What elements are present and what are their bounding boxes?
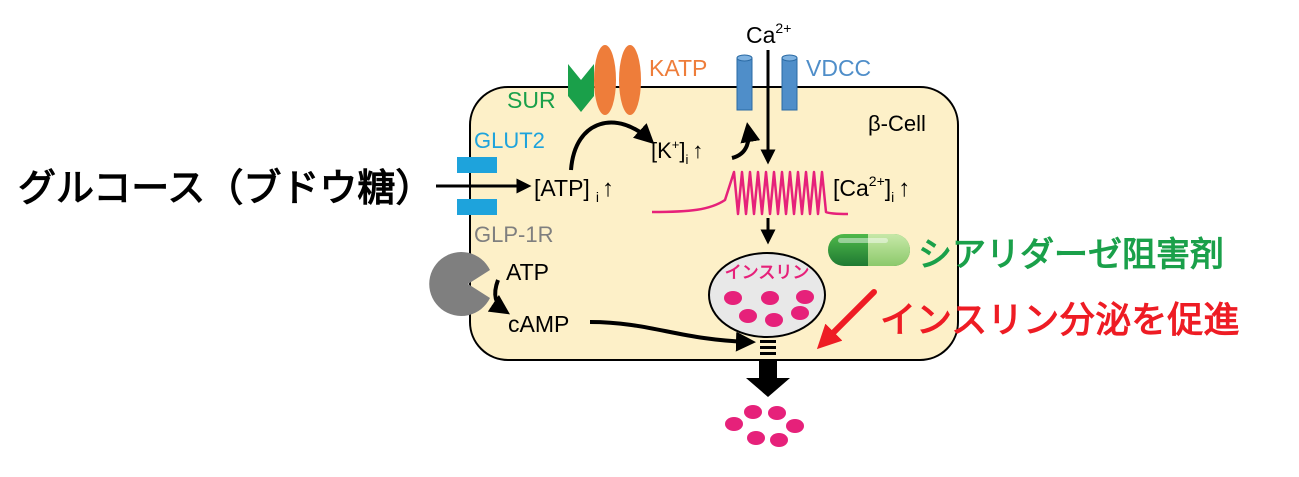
insulin-dots-in-granule	[724, 290, 814, 327]
glp1r-label: GLP-1R	[474, 222, 553, 247]
effect-arrow	[816, 289, 877, 350]
glut2-label: GLUT2	[474, 128, 545, 153]
beta-cell-label: β-Cell	[868, 111, 926, 136]
glut2-transporter-top	[457, 157, 497, 173]
camp-to-secretion-arrow	[589, 320, 756, 352]
drug-label: シアリダーゼ阻害剤	[918, 235, 1224, 275]
atp-to-k-arrow	[569, 120, 655, 171]
k-i-label: [K+]i↑	[651, 137, 703, 167]
atp-label: ATP	[506, 259, 549, 285]
insulin-granule-label: インスリン	[725, 263, 810, 283]
ca-extracellular-label: Ca2+	[746, 20, 791, 48]
camp-label: cAMP	[508, 311, 569, 337]
k-to-vdcc-arrow	[731, 122, 761, 160]
effect-label: インスリン分泌を促進	[880, 300, 1239, 341]
ca-oscillation-wave	[651, 170, 849, 216]
katp-label: KATP	[649, 55, 707, 81]
vdcc-label: VDCC	[806, 55, 871, 81]
sur-receptor-shape	[568, 64, 594, 112]
glucose-label: グルコース（ブドウ糖）	[18, 166, 433, 210]
sur-label: SUR	[507, 87, 556, 113]
atp-to-camp-arrow	[487, 279, 510, 315]
secretion-big-arrow	[746, 360, 790, 397]
released-insulin-dots	[725, 405, 804, 447]
katp-channel-right	[619, 45, 641, 115]
ca-i-label: [Ca2+]i↑	[833, 173, 910, 205]
glut2-transporter-bottom	[457, 199, 497, 215]
atp-i-label: [ATP]i↑	[534, 175, 614, 205]
secretion-site	[760, 340, 776, 355]
beta-cell-body	[469, 86, 959, 361]
vdcc-channel	[736, 54, 798, 111]
katp-channel-left	[594, 45, 616, 115]
glp1r-receptor-shape	[429, 252, 490, 316]
drug-pill-icon	[828, 234, 910, 266]
